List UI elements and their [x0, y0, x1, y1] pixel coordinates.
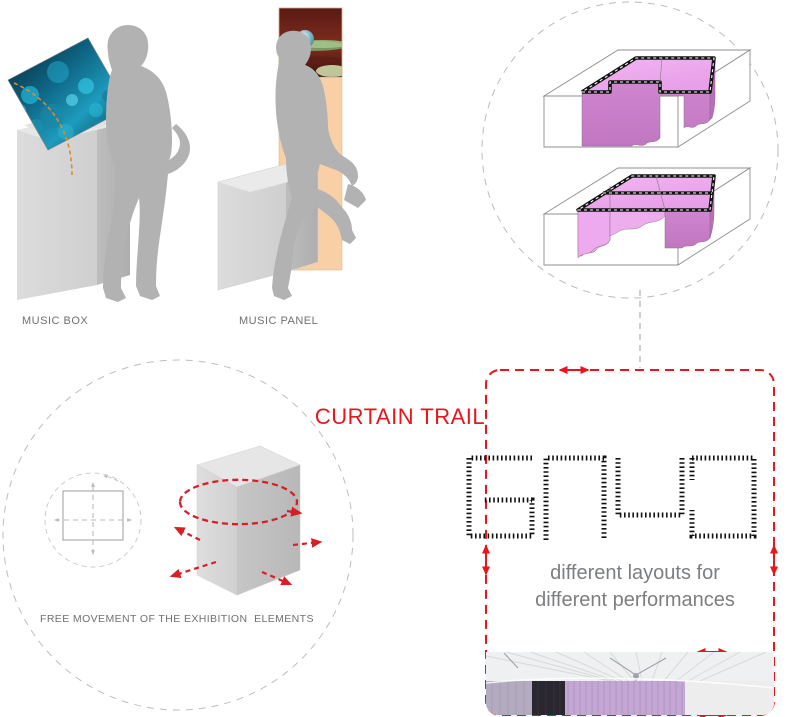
layout-spiral — [466, 455, 535, 539]
curtain-configurations-panel — [481, 1, 779, 299]
standing-man-silhouette — [103, 25, 190, 302]
isometric-cube-rotation-diagram — [169, 445, 323, 596]
layout-u — [615, 458, 685, 518]
music-box-caption: MUSIC BOX — [22, 315, 88, 327]
seated-woman-silhouette — [272, 30, 358, 301]
music-panel-group — [217, 7, 366, 301]
cube-arrow-lower-left — [169, 560, 217, 579]
free-movement-caption: FREE MOVEMENT OF THE EXHIBITION ELEMENTS — [40, 613, 314, 625]
cube-rotation-ellipse — [178, 478, 299, 526]
plan-rotation-arrow — [103, 474, 119, 482]
curtain-trail-subtitle: different layouts for different performa… — [490, 560, 780, 614]
plan-view-translation-diagram — [44, 472, 142, 568]
curtain-trail-title: CURTAIN TRAIL — [314, 404, 486, 429]
music-elements-panel: MUSIC BOX MUSIC PANEL — [7, 7, 366, 327]
curtain-configurations-circle — [481, 1, 779, 299]
curtained-hall-photograph — [486, 652, 774, 715]
music-panel-caption: MUSIC PANEL — [239, 315, 318, 327]
curtain-trail-panel — [466, 366, 778, 717]
curtain-trail-subtitle-line-1: different layouts for — [550, 562, 720, 584]
free-movement-panel: FREE MOVEMENT OF THE EXHIBITION ELEMENTS — [2, 359, 354, 711]
cube-arrow-upper-left — [173, 526, 201, 541]
free-movement-outer-circle — [2, 359, 354, 711]
dashed-connector-line — [639, 290, 641, 368]
music-box-group — [7, 25, 190, 302]
curtain-trail-subtitle-line-2: different performances — [535, 589, 735, 611]
orange-dashed-arc — [13, 82, 73, 176]
layout-open-rect — [689, 455, 757, 539]
cube-arrow-right — [292, 538, 323, 548]
curtain-configuration-spiral — [542, 49, 752, 148]
curtain-configuration-parallel — [542, 167, 752, 266]
curtain-layout-glyphs — [466, 455, 757, 540]
layout-inverted-u — [543, 455, 607, 540]
plan-rotation-circle — [44, 472, 142, 568]
